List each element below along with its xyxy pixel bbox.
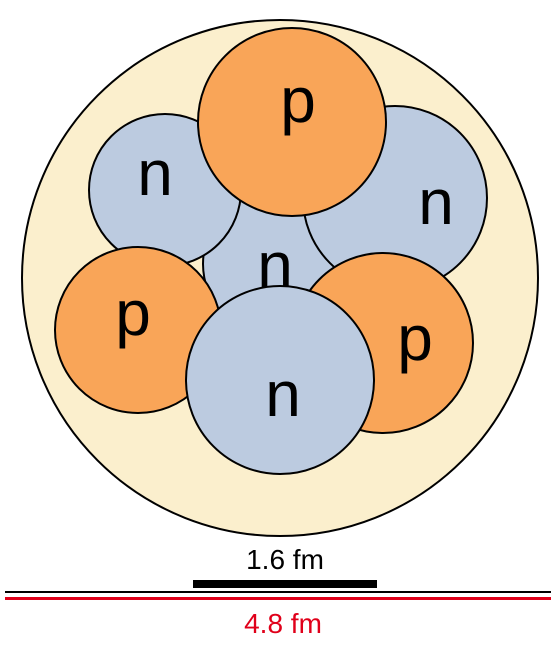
scale-small: 1.6 fm <box>193 544 377 588</box>
nucleon-label-p: p <box>397 302 433 374</box>
nucleon-top-proton: p <box>197 27 387 217</box>
scale-bar-1-6-fm <box>193 580 377 588</box>
scale-label-1-6-fm: 1.6 fm <box>246 544 324 575</box>
scale-label-4-8-fm: 4.8 fm <box>244 608 322 639</box>
scale-large: 4.8 fm <box>5 591 551 639</box>
scale-line-4-8-fm <box>5 597 551 600</box>
nucleon-label-n: n <box>418 166 454 238</box>
nucleon-label-p: p <box>280 64 316 136</box>
nucleon-label-n: n <box>137 137 173 209</box>
nucleon-bottom-neutron: n <box>185 285 375 475</box>
nucleon-label-n: n <box>265 358 301 430</box>
nucleon-label-p: p <box>115 277 151 349</box>
scale-baseline <box>5 591 551 593</box>
